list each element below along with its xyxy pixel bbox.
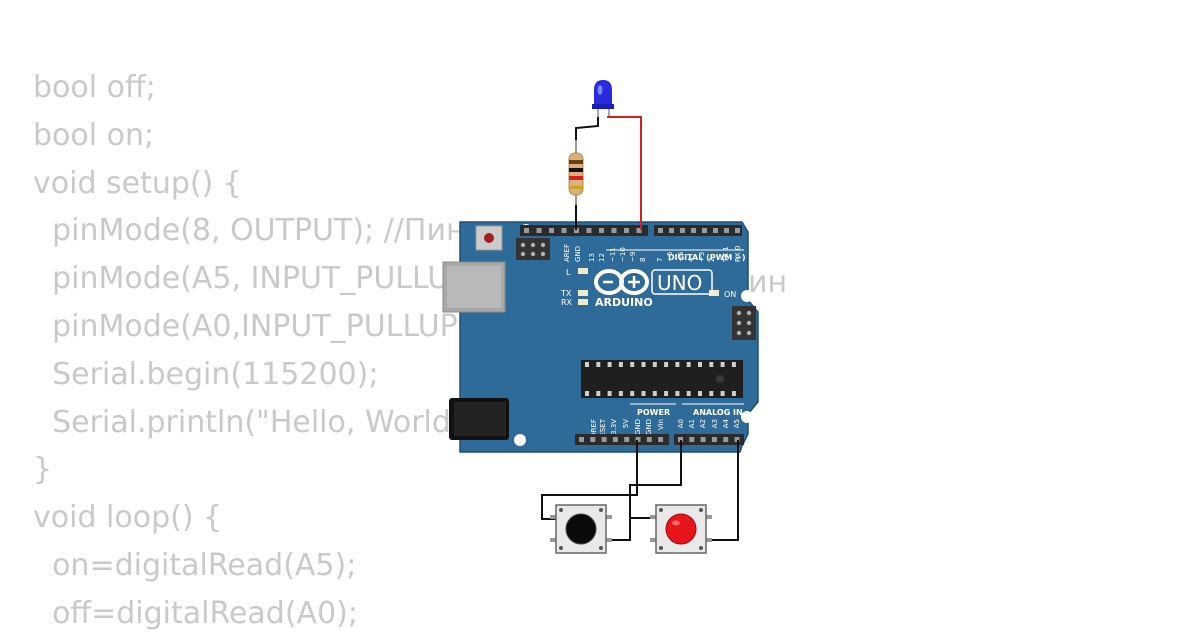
code-line: pinMode(A5, INPUT_PULLUP); <box>33 261 490 297</box>
analog-pin-header[interactable] <box>674 434 744 445</box>
pin-label: IOREF <box>590 419 598 440</box>
black-wire-led <box>575 117 599 140</box>
pin-label: A4 <box>722 418 730 428</box>
code-overflow-text: ин <box>748 265 788 300</box>
analog-header-label: ANALOG IN <box>693 408 743 417</box>
pin-label: ~11 <box>609 247 617 262</box>
pin-label: 2 <box>708 258 716 262</box>
pin-label: A2 <box>699 419 707 428</box>
tx-label: TX <box>560 289 572 298</box>
black-wire-a5 <box>708 440 739 541</box>
power-header-label: POWER <box>637 408 670 417</box>
code-line: on=digitalRead(A5); <box>33 547 357 583</box>
pin-label: A1 <box>688 419 696 428</box>
pin-label: Vin <box>657 419 665 430</box>
black-wire-gnd <box>541 440 638 520</box>
code-line: } <box>33 452 53 488</box>
on-led <box>709 290 719 296</box>
digital-header-label: DIGITAL (PWM ~) <box>668 253 746 262</box>
pin-label: ~10 <box>619 247 627 262</box>
pin-label: GND <box>574 246 582 262</box>
atmega-chip <box>581 360 743 398</box>
wires <box>541 116 739 541</box>
red-wire <box>607 116 642 230</box>
icsp-header <box>516 238 550 260</box>
pin-label: A0 <box>677 419 685 428</box>
pin-label: AREF <box>563 244 571 262</box>
pin-label: 12 <box>598 253 606 262</box>
pin-label: ~9 <box>629 252 637 262</box>
pin-label: ~6 <box>666 251 674 262</box>
pin-label: GND <box>634 419 642 435</box>
pin-label: 7 <box>656 258 664 262</box>
pin-label: A5 <box>733 419 741 428</box>
pin-label: 8 <box>639 258 647 262</box>
board-model: UNO <box>657 271 702 295</box>
pin-label: ~5 <box>677 252 685 262</box>
tx-led <box>578 290 588 296</box>
code-line: off=digitalRead(A0); <box>33 595 358 631</box>
code-line: Serial.begin(115200); <box>33 356 379 392</box>
blue-led[interactable] <box>592 80 614 118</box>
pin-label: 13 <box>588 253 596 262</box>
pin-label: RESET <box>599 418 607 441</box>
black-pushbutton[interactable] <box>550 504 612 554</box>
code-line: void setup() { <box>33 165 242 201</box>
mounting-hole <box>741 411 753 423</box>
rx-label: RX <box>561 298 573 307</box>
pin-label: 4 <box>687 257 695 262</box>
l-led <box>578 268 588 274</box>
black-wire-button-link <box>607 518 631 541</box>
red-pushbutton[interactable] <box>650 504 712 554</box>
on-led-label: ON <box>724 290 736 299</box>
arduino-logo <box>594 269 649 295</box>
code-line: bool on; <box>33 117 155 153</box>
resistor[interactable] <box>568 140 584 205</box>
power-pin-header[interactable] <box>575 434 669 445</box>
l-led-label: L <box>566 268 571 277</box>
code-line: bool off; <box>33 70 156 105</box>
mounting-hole <box>741 290 753 302</box>
pin-label: 3.3V <box>610 419 618 435</box>
bottom-pin-holes <box>579 437 740 442</box>
pin-label: TX 1 <box>722 246 730 263</box>
pin-label: 5V <box>622 419 630 428</box>
code-line: void loop() { <box>33 500 223 536</box>
pin-label: ~3 <box>698 252 706 262</box>
code-line: pinMode(8, OUTPUT); //Пин <box>33 213 466 249</box>
pin-label: A3 <box>711 419 719 428</box>
pin-label: GND <box>645 419 653 435</box>
rx-led <box>578 299 588 305</box>
code-line: pinMode(A0,INPUT_PULLUP); <box>33 308 480 344</box>
digital-pin-header[interactable] <box>520 225 742 236</box>
code-editor: bool off; bool on; void setup() { pinMode(… <box>33 64 499 638</box>
pin-label: RX 0 <box>734 246 742 262</box>
reset-button[interactable] <box>475 225 503 251</box>
digital-pin-holes <box>524 228 740 233</box>
board-brand: ARDUINO <box>595 296 653 309</box>
icsp-header <box>732 306 756 340</box>
black-wire-a0 <box>629 440 682 519</box>
mounting-hole <box>514 434 526 446</box>
